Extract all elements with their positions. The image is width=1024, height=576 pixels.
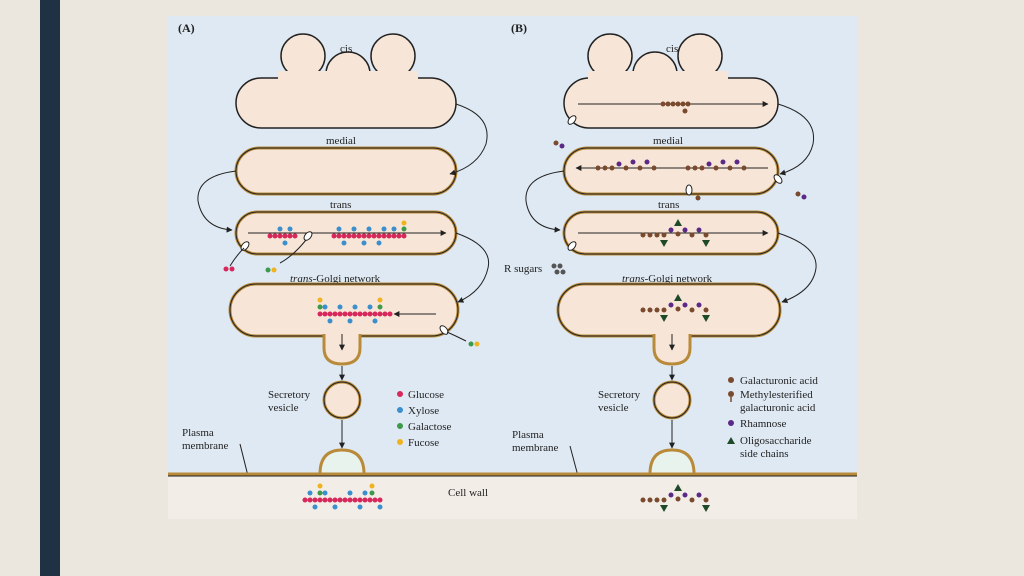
pectin-chain-tgn-b [640, 294, 710, 322]
cell-wall-label: Cell wall [448, 487, 488, 499]
legend-b: Galacturonic acid Methylesterified galac… [727, 375, 818, 460]
cis-label-b: cis [666, 43, 678, 55]
pectin-chain-medial-b [595, 159, 747, 171]
oligosaccharide-icon [727, 437, 735, 444]
legend-a: Glucose Xylose Galactose Fucose [397, 389, 451, 449]
secretory-label-b-1: Secretory [598, 389, 641, 401]
legend-a-glucose: Glucose [408, 389, 444, 401]
secretory-label-b-2: vesicle [598, 402, 629, 414]
cell-wall-region [168, 476, 857, 519]
legend-b-galacturonic: Galacturonic acid [740, 375, 818, 387]
galacturonic-chain-cis-b [660, 101, 691, 114]
golgi-diagram: (A) cis medial trans trans-Golgi network [168, 21, 857, 519]
tgn-label-a: trans-Golgi network [290, 273, 381, 285]
panel-b-letter: (B) [511, 21, 527, 35]
cisterna-medial-b [562, 146, 780, 196]
fucose-icon [397, 439, 403, 445]
tgn-label-b: trans-Golgi network [622, 273, 713, 285]
legend-a-galactose: Galactose [408, 421, 451, 433]
xylose-icon [397, 407, 403, 413]
golgi-figure: (A) cis medial trans trans-Golgi network [168, 16, 857, 519]
plasma-label-b-2: membrane [512, 442, 559, 454]
cell-wall-chain-b [640, 484, 710, 512]
cisterna-tgn-a [228, 282, 460, 366]
medial-label-b: medial [653, 135, 683, 147]
exocytosis-vesicle-a [318, 448, 366, 476]
legend-a-fucose: Fucose [408, 437, 439, 449]
slide-accent-bar [40, 0, 60, 576]
legend-b-rhamnose: Rhamnose [740, 418, 787, 430]
plasma-label-b-1: Plasma [512, 429, 544, 441]
exocytosis-vesicle-b [648, 448, 696, 476]
trans-label-b: trans [658, 199, 679, 211]
cisterna-tgn-b [556, 282, 782, 366]
secretory-label-a-2: vesicle [268, 402, 299, 414]
rhamnose-icon [728, 420, 734, 426]
secretory-label-a-1: Secretory [268, 389, 311, 401]
panel-a-letter: (A) [178, 21, 195, 35]
plasma-label-a-1: Plasma [182, 427, 214, 439]
cisterna-cis-a [235, 33, 457, 129]
glucose-chain-trans-a [267, 220, 407, 246]
r-sugars-label: R sugars [504, 263, 542, 275]
galacturonic-acid-icon [728, 377, 734, 383]
cisterna-cis-b [563, 33, 779, 129]
glucose-icon [397, 391, 403, 397]
legend-b-methyl-1: Methylesterified [740, 389, 813, 401]
legend-a-xylose: Xylose [408, 405, 439, 417]
pectin-chain-trans-b [640, 219, 710, 247]
cell-wall-chain-a [302, 483, 383, 510]
legend-b-methyl-2: galacturonic acid [740, 402, 816, 414]
plasma-label-a-2: membrane [182, 440, 229, 452]
r-sugars-dots [551, 263, 566, 275]
trans-label-a: trans [330, 199, 351, 211]
cisterna-medial-a [234, 146, 458, 196]
cis-label-a: cis [340, 43, 352, 55]
galactose-icon [397, 423, 403, 429]
legend-b-oligo-1: Oligosaccharide [740, 435, 812, 447]
legend-b-oligo-2: side chains [740, 448, 789, 460]
medial-label-a: medial [326, 135, 356, 147]
glucose-chain-tgn-a [317, 297, 393, 324]
methylesterified-icon [728, 391, 734, 397]
